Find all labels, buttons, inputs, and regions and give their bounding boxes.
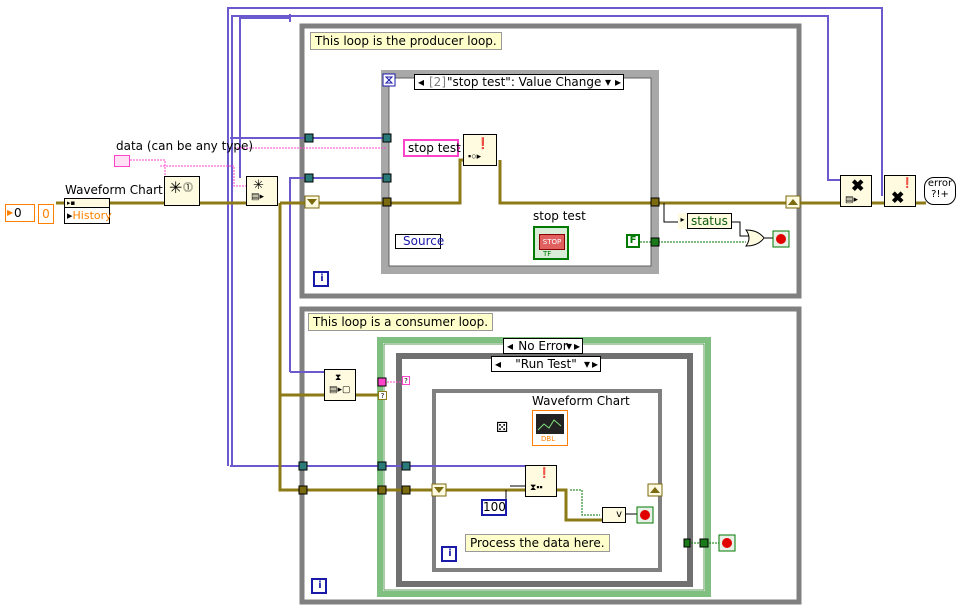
timeout-constant[interactable]: 100 xyxy=(481,499,507,516)
obtain-queue-node[interactable]: ✳ ⓵ xyxy=(164,176,200,206)
simple-error-handler[interactable]: error ?!+ xyxy=(924,177,956,205)
waveform-chart-inner-label: Waveform Chart xyxy=(532,394,630,408)
queue-icon-2: ▤▸ xyxy=(845,194,859,204)
enqueue-arrow-icon: ▪○▸ xyxy=(468,151,482,161)
dequeue-element-node[interactable]: ⧗ ▤▸▢ xyxy=(324,369,356,401)
obtain-queue-icon: ✳ xyxy=(169,180,183,197)
event-case-selector[interactable]: ◂ [2] "stop test": Value Change ▾ ▸ xyxy=(414,74,624,90)
waveform-chart-property-node[interactable]: ▸▪ ▸History xyxy=(64,198,112,224)
case-selector-terminal: ? xyxy=(378,391,387,400)
release-notifier-node[interactable]: ❗ ✖ xyxy=(884,175,916,207)
release-queue-node[interactable]: ✖ ▤▸ xyxy=(840,175,872,207)
stop-test-button-terminal[interactable]: STOP TF xyxy=(533,226,569,260)
tunnels xyxy=(298,133,709,548)
warning-icon-3: ❗ xyxy=(538,468,551,479)
data-control-terminal[interactable] xyxy=(114,155,130,167)
stop-button-icon: STOP xyxy=(539,234,565,250)
string-wires xyxy=(130,147,404,383)
consumer-loop-note: This loop is a consumer loop. xyxy=(308,313,494,331)
stop-test-string-constant[interactable]: stop test xyxy=(403,139,461,157)
source-event-data[interactable]: Source xyxy=(395,234,444,249)
producer-iteration-icon: i xyxy=(320,273,324,284)
error-io-icon: ⓵ xyxy=(183,183,193,194)
warning-icon-2: ❗ xyxy=(901,178,914,189)
or-gate-icon xyxy=(745,229,765,247)
string-case-terminal: ? xyxy=(402,376,410,385)
random-dice-icon[interactable]: ⚄ xyxy=(496,420,509,436)
dequeue-icon: ▤▸▢ xyxy=(329,384,351,394)
consumer-iteration-icon: i xyxy=(318,580,322,591)
shift-registers xyxy=(304,195,801,497)
status-unbundle[interactable]: status xyxy=(678,213,732,229)
producer-loop-note: This loop is the producer loop. xyxy=(310,32,502,50)
history-property: History xyxy=(72,209,112,222)
wait-on-notification-node[interactable]: ❗ ⧗▪▪ xyxy=(525,465,557,497)
process-note: Process the data here. xyxy=(465,534,610,552)
hourglass-icon-2: ⧗▪▪ xyxy=(530,482,543,492)
run-test-case-selector[interactable]: ◂ "Run Test" ▾ ▸ xyxy=(491,356,601,372)
inner-iteration-icon: i xyxy=(448,548,452,559)
false-constant[interactable]: F xyxy=(626,234,640,248)
inner-while-loop[interactable] xyxy=(432,389,662,572)
numeric-constant-b[interactable]: 0 xyxy=(38,204,54,224)
enqueue-node[interactable]: ✳ ▤▸ xyxy=(246,176,278,206)
or-unbundle-node[interactable]: v xyxy=(602,507,626,523)
waveform-chart-terminal[interactable]: DBL xyxy=(532,410,568,446)
unbundle-arrow-icon: ▸ xyxy=(678,213,688,229)
producer-while-loop[interactable] xyxy=(299,23,802,299)
stop-test-label: stop test xyxy=(533,209,586,223)
release-x-icon: ✖ xyxy=(851,178,865,195)
consumer-while-loop[interactable] xyxy=(299,306,802,605)
iteration-terminals xyxy=(311,271,457,594)
stop-terminals xyxy=(636,230,790,552)
data-control-label: data (can be any type) xyxy=(116,139,254,153)
error-case-selector[interactable]: ◂ No Error ▾ ▸ xyxy=(503,338,583,354)
numeric-constant-a[interactable]: ▶0 xyxy=(5,204,35,222)
queue-icon: ▤▸ xyxy=(251,191,265,201)
warning-icon: ❗ xyxy=(476,138,490,150)
chart-icon xyxy=(536,414,564,434)
hourglass-icon: ⧗ xyxy=(335,372,342,382)
event-timeout-icon xyxy=(382,73,396,87)
waveform-chart-label: Waveform Chart xyxy=(65,183,163,197)
enqueue-element-node[interactable]: ❗ ▪○▸ xyxy=(463,134,497,166)
release-x-icon-2: ✖ xyxy=(891,190,905,207)
error-icon: error xyxy=(927,178,953,189)
enqueue-icon: ✳ xyxy=(253,177,264,192)
